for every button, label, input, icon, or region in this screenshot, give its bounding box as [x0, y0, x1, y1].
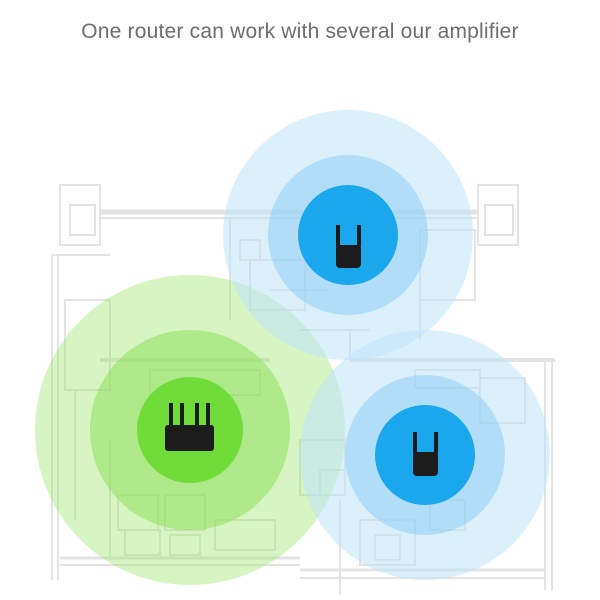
amplifier-coverage-zone-top [223, 110, 473, 360]
page-title: One router can work with several our amp… [81, 20, 519, 43]
amplifier-icon [336, 225, 361, 268]
router-icon [165, 403, 214, 451]
amplifier-icon [413, 432, 438, 476]
